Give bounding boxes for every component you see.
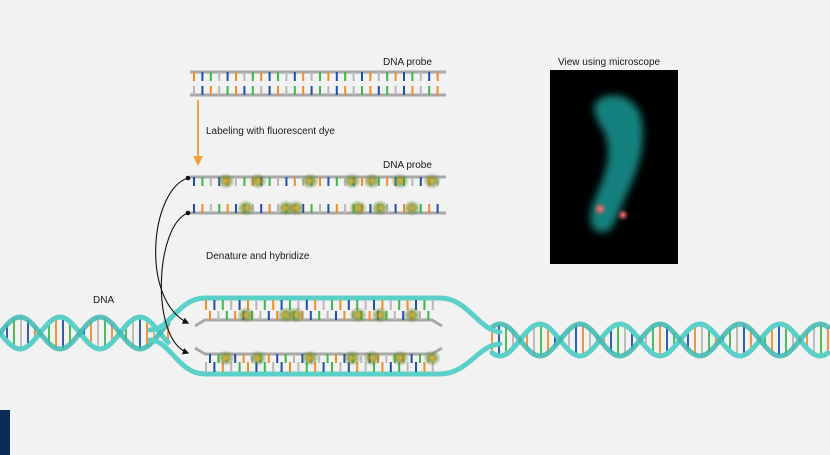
labeling-step-label: Labeling with fluorescent dye (206, 126, 335, 137)
microscope-image (550, 70, 678, 264)
dna-strand-lower (147, 337, 503, 377)
fluorescent-dye (391, 173, 409, 189)
fluorescent-dye (249, 350, 267, 366)
fluorescent-dye (287, 200, 305, 216)
microscope-label: View using microscope (558, 57, 661, 68)
down-arrow-icon (193, 100, 203, 166)
hybridized-probe-upper (194, 318, 443, 328)
probe-strand-bottom (190, 86, 446, 97)
fluorescent-dye (423, 350, 441, 366)
fluorescent-dye (249, 173, 267, 189)
dna-probe-unlabeled (190, 70, 446, 97)
fluorescent-dye (403, 307, 421, 323)
fluorescent-dye (349, 200, 367, 216)
genomic-dna (0, 295, 830, 377)
denature-step-label: Denature and hybridize (206, 251, 310, 262)
fluorescent-dye (217, 173, 235, 189)
labeled-strand-bottom (190, 204, 446, 215)
fluorescent-dye (287, 307, 305, 323)
fluorescent-dye (237, 200, 255, 216)
corner-mark (0, 410, 10, 455)
hybridize-arrows (155, 175, 191, 355)
fluorescent-dye (301, 173, 319, 189)
dna-probe-labeled (190, 173, 446, 216)
fluorescent-dye (391, 350, 409, 366)
probe-label-labeled: DNA probe (383, 160, 432, 171)
fluorescent-dye (217, 350, 235, 366)
fluorescent-dye (363, 173, 381, 189)
dna-strand-upper (147, 295, 503, 335)
fluorescent-dye (349, 307, 367, 323)
dna-label: DNA (93, 295, 115, 306)
fluorescent-dye (301, 350, 319, 366)
fluorescent-dye (237, 307, 255, 323)
fluorescent-dye (363, 350, 381, 366)
fluorescent-dye (343, 173, 361, 189)
probe-label-top: DNA probe (383, 57, 432, 68)
fluorescent-dye (371, 200, 389, 216)
probe-strand-top (190, 70, 446, 81)
fluorescent-dye (403, 200, 421, 216)
fluorescent-dye (371, 307, 389, 323)
fluorescent-dye (423, 173, 441, 189)
fluorescent-dye (343, 350, 361, 366)
